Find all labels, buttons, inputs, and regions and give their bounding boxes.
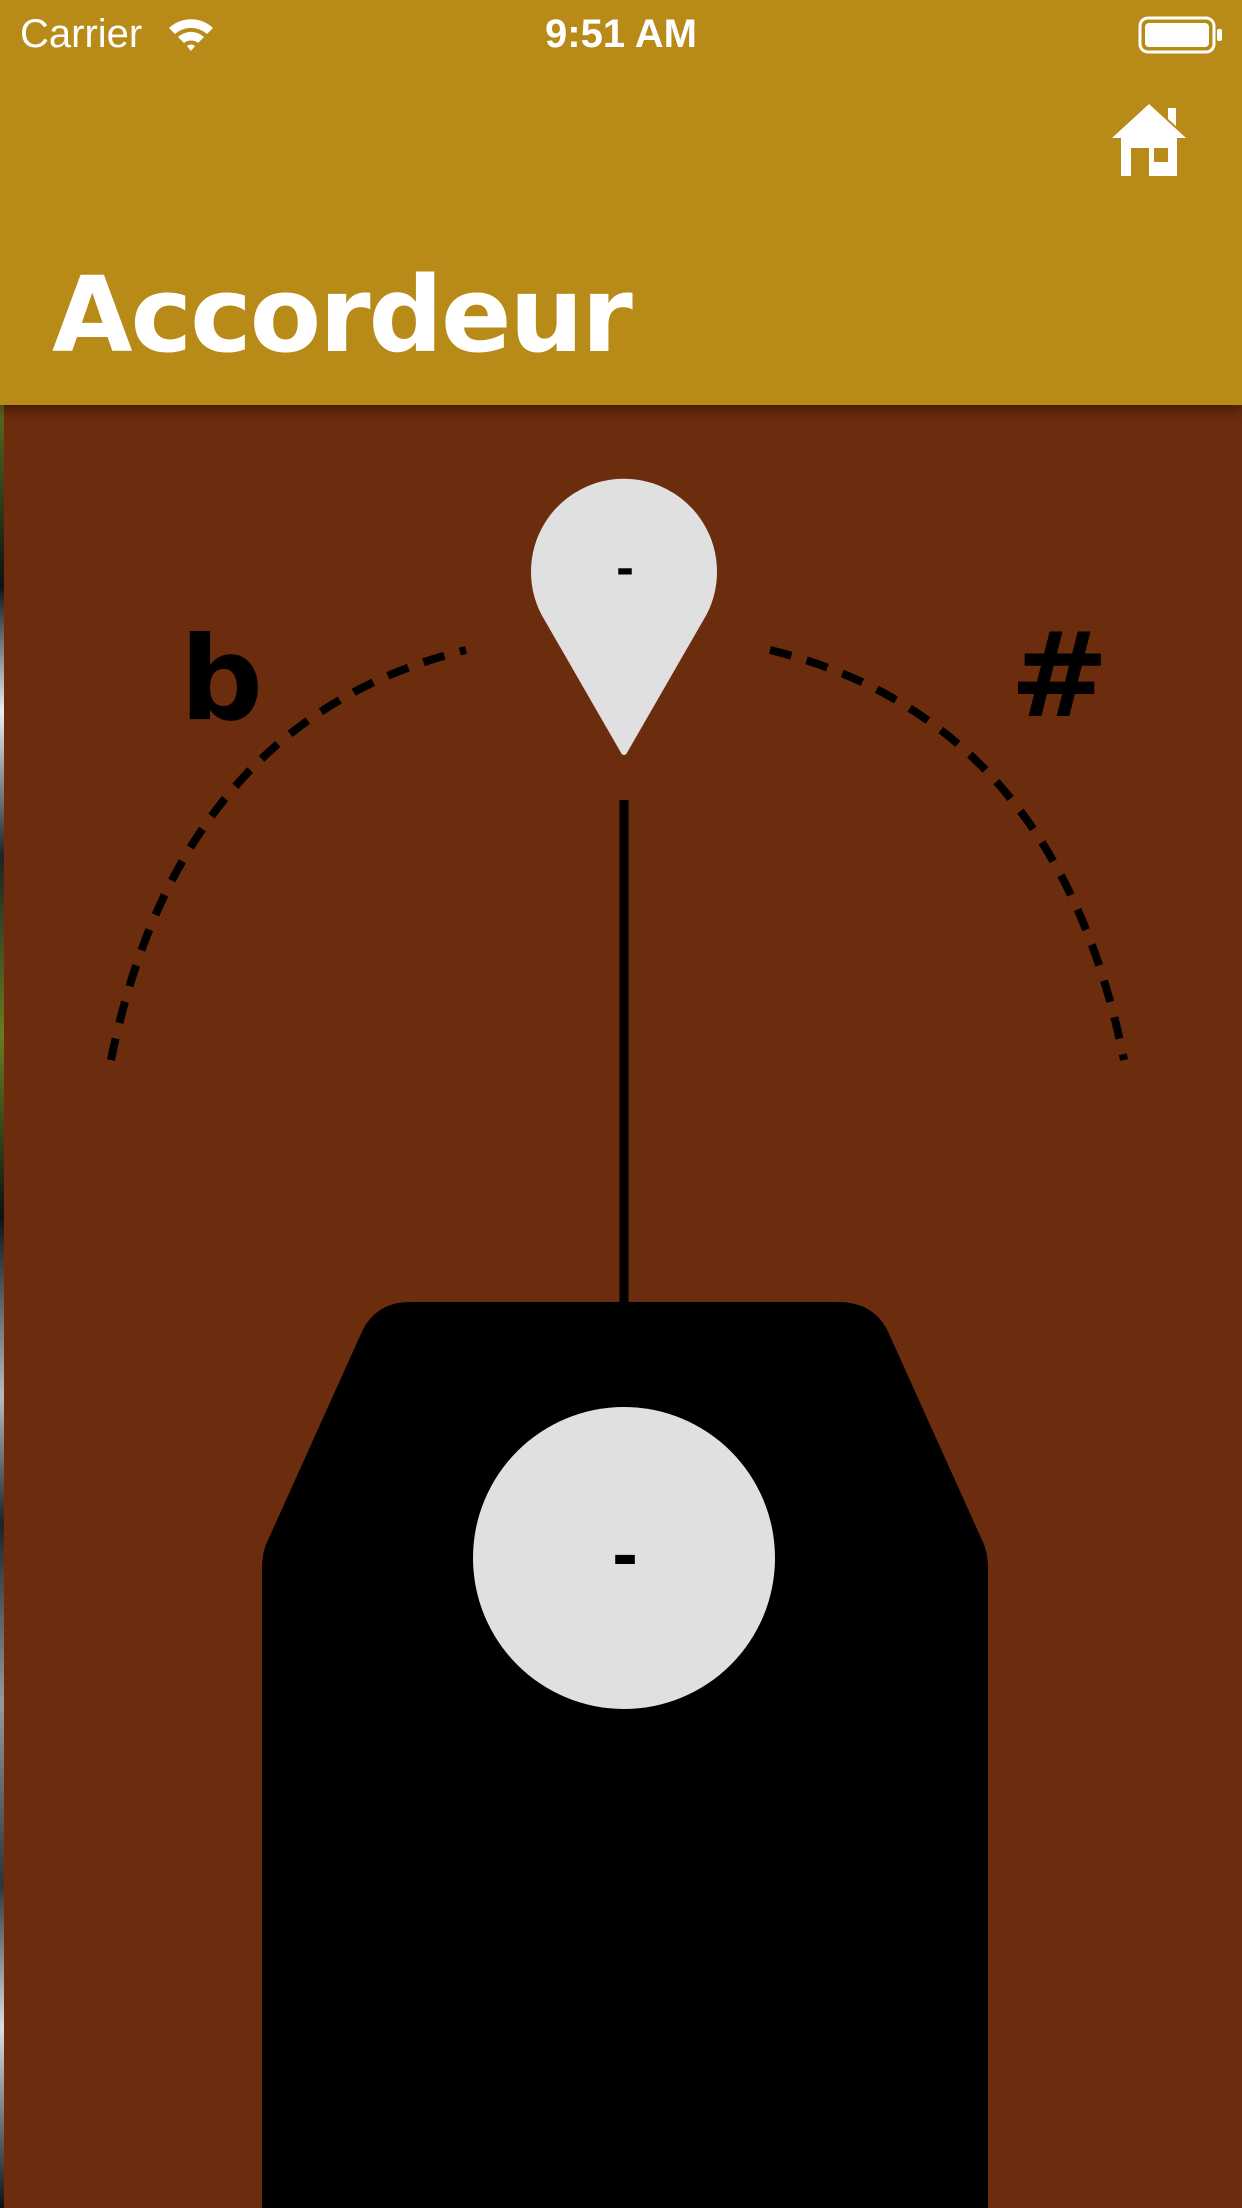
nav-header: Carrier 9:51 AM Accordeur (0, 0, 1242, 405)
wifi-icon (169, 19, 213, 51)
sharp-arc (769, 646, 1128, 1061)
tuner-body (262, 1302, 988, 2208)
note-value: - (611, 1520, 639, 1594)
carrier-label: Carrier (20, 12, 143, 56)
flat-symbol: b (180, 612, 264, 747)
battery-full-icon (1138, 16, 1222, 54)
edge-strip (0, 405, 4, 2208)
flat-arc (107, 646, 467, 1061)
pointer-value: - (615, 544, 635, 595)
status-time: 9:51 AM (545, 12, 697, 56)
pointer-pin (531, 478, 717, 755)
home-icon[interactable] (1108, 100, 1190, 182)
note-circle (473, 1407, 775, 1709)
sharp-symbol: # (1010, 606, 1109, 744)
page-title: Accordeur (52, 254, 633, 376)
